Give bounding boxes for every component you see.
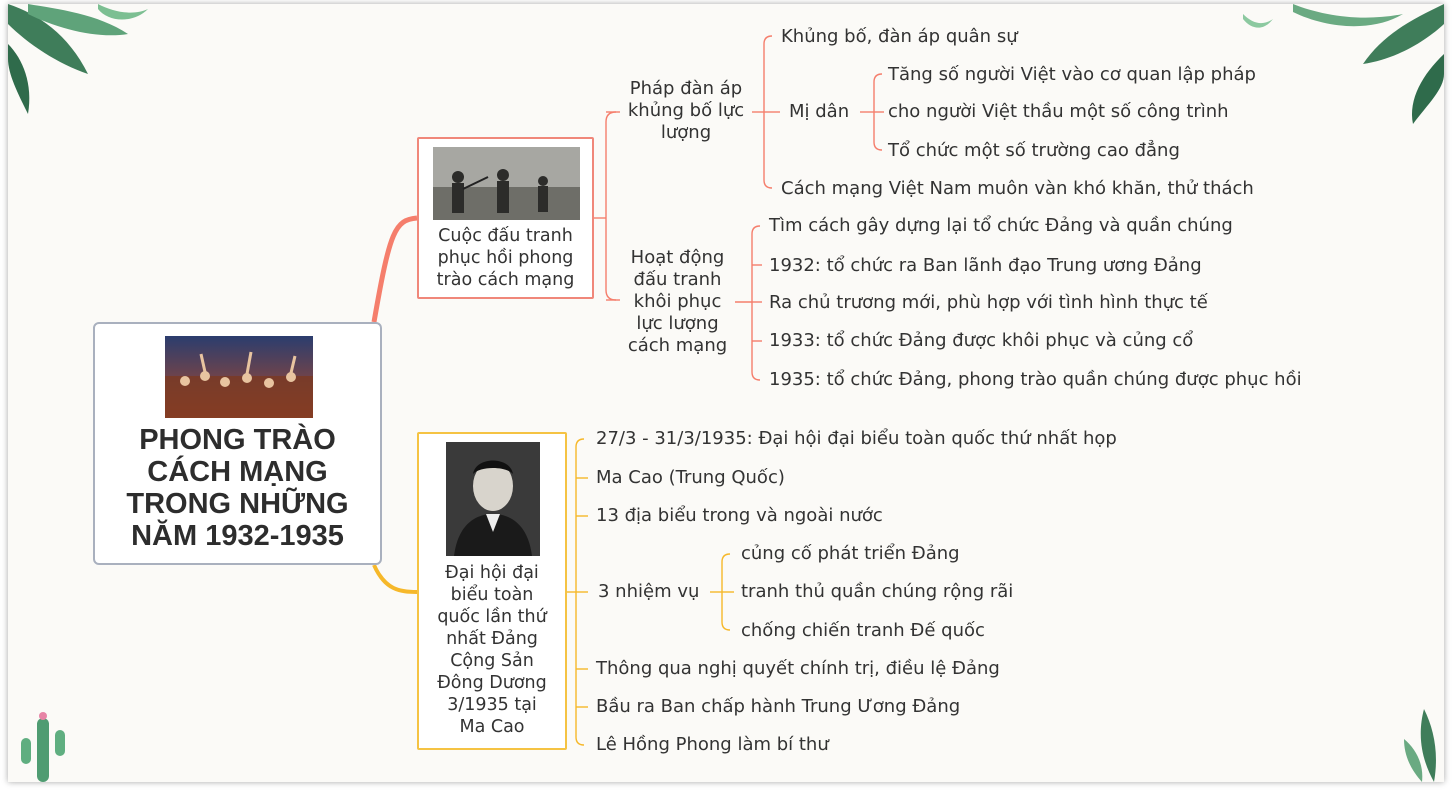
item-sub2-5[interactable]: 1935: tổ chức Đảng, phong trào quần chún… — [769, 369, 1302, 390]
topic-title: Cuộc đấu tranh phục hồi phong trào cách … — [436, 226, 575, 290]
soldiers-photo — [433, 147, 580, 220]
item-midan-2[interactable]: cho người Việt thầu một số công trình — [888, 101, 1229, 122]
item-b2-1[interactable]: 27/3 - 31/3/1935: Đại hội đại biểu toàn … — [596, 428, 1117, 449]
item-sub2-1[interactable]: Tìm cách gây dựng lại tổ chức Đảng và qu… — [769, 215, 1233, 236]
topic-title: Đại hội đại biểu toàn quốc lần thứ nhất … — [437, 563, 547, 737]
item-task-2[interactable]: tranh thủ quần chúng rộng rãi — [741, 581, 1014, 602]
subtopic-hoat-dong[interactable]: Hoạt động đấu tranh khôi phục lực lượng … — [627, 247, 728, 356]
item-3-nhiem-vu[interactable]: 3 nhiệm vụ — [598, 581, 700, 602]
bottom-right-leaf-icon — [1404, 709, 1436, 782]
root-title: PHONG TRÀO CÁCH MẠNG TRONG NHỮNG NĂM 193… — [126, 424, 349, 552]
item-b2-5[interactable]: Thông qua nghị quyết chính trị, điều lệ … — [596, 658, 1000, 679]
item-midan-1[interactable]: Tăng số người Việt vào cơ quan lập pháp — [888, 64, 1256, 85]
item-b2-6[interactable]: Bầu ra Ban chấp hành Trung Ương Đảng — [596, 696, 961, 717]
item-sub2-3[interactable]: Ra chủ trương mới, phù hợp với tình hình… — [769, 292, 1208, 313]
item-b2-2[interactable]: Ma Cao (Trung Quốc) — [596, 467, 785, 488]
topic-cuoc-dau-tranh[interactable]: Cuộc đấu tranh phục hồi phong trào cách … — [417, 137, 594, 299]
item-mi-dan[interactable]: Mị dân — [789, 101, 850, 122]
item-khung-bo[interactable]: Khủng bố, đàn áp quân sự — [781, 26, 1018, 47]
item-sub2-4[interactable]: 1933: tổ chức Đảng được khôi phục và củn… — [769, 330, 1194, 351]
top-left-leaf-icon — [8, 4, 148, 114]
item-b2-3[interactable]: 13 địa biểu trong và ngoài nước — [596, 505, 883, 526]
crowd-protest-photo — [165, 336, 313, 418]
item-task-3[interactable]: chống chiến tranh Đế quốc — [741, 620, 985, 641]
item-b2-7[interactable]: Lê Hồng Phong làm bí thư — [596, 734, 829, 755]
item-midan-3[interactable]: Tổ chức một số trường cao đẳng — [888, 140, 1180, 161]
subtopic-phap-dan-ap[interactable]: Pháp đàn áp khủng bố lực lượng — [627, 78, 745, 143]
top-right-leaf-icon — [1243, 4, 1444, 124]
item-task-1[interactable]: củng cố phát triển Đảng — [741, 543, 960, 564]
portrait-photo — [446, 442, 540, 556]
item-sub2-2[interactable]: 1932: tổ chức ra Ban lãnh đạo Trung ương… — [769, 255, 1202, 276]
root-topic[interactable]: PHONG TRÀO CÁCH MẠNG TRONG NHỮNG NĂM 193… — [93, 322, 382, 565]
cactus-icon — [21, 712, 65, 782]
item-cach-mang-kho-khan[interactable]: Cách mạng Việt Nam muôn vàn khó khăn, th… — [781, 178, 1254, 199]
topic-dai-hoi[interactable]: Đại hội đại biểu toàn quốc lần thứ nhất … — [417, 432, 567, 750]
